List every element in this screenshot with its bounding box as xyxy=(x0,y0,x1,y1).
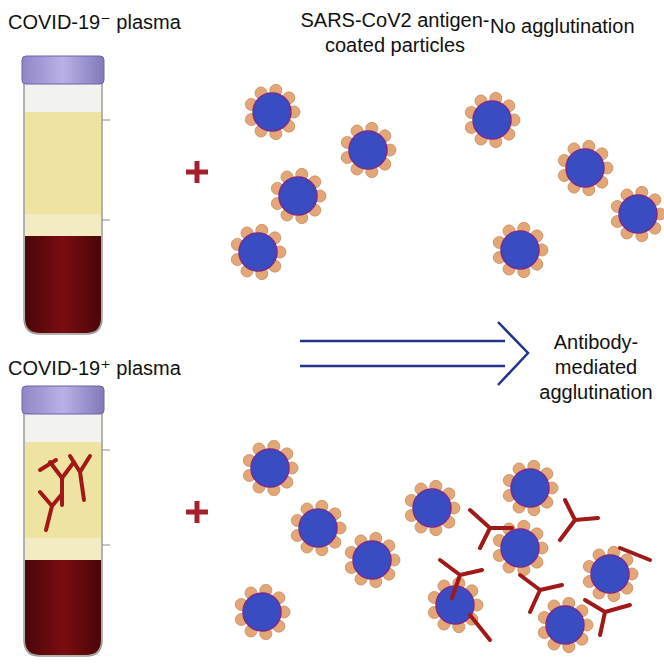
antigen-particle xyxy=(611,186,664,241)
plus-sign xyxy=(186,161,208,183)
heading-label: SARS-CoV2 antigen-coated particles xyxy=(290,8,500,58)
antigen-particle xyxy=(503,460,558,515)
antigen-particle xyxy=(231,224,286,279)
antigen-particle xyxy=(341,122,396,177)
antigen-particle xyxy=(493,222,548,277)
plasma-tube xyxy=(22,56,110,334)
antibody xyxy=(40,456,90,530)
antigen-particle xyxy=(583,546,638,601)
antigen-particle xyxy=(245,84,300,139)
antigen-particle xyxy=(465,92,520,147)
plus-sign xyxy=(186,501,208,523)
antigen-particle xyxy=(271,168,326,223)
antigen-particle xyxy=(558,140,613,195)
plasma-tube xyxy=(22,386,110,656)
caption-label: COVID-19⁺ plasma xyxy=(8,356,208,381)
heading-label: Antibody-mediated agglutination xyxy=(532,330,660,405)
caption-label: No agglutination xyxy=(490,14,660,39)
antigen-particle xyxy=(405,480,460,535)
reaction-arrow xyxy=(300,322,528,385)
antigen-particle xyxy=(538,597,593,652)
antigen-particle xyxy=(235,584,290,639)
antigen-particle xyxy=(243,440,298,495)
antibody xyxy=(440,500,650,640)
caption-label: COVID-19⁻ plasma xyxy=(8,10,208,35)
antigen-particle xyxy=(345,532,400,587)
antigen-particle xyxy=(291,500,346,555)
